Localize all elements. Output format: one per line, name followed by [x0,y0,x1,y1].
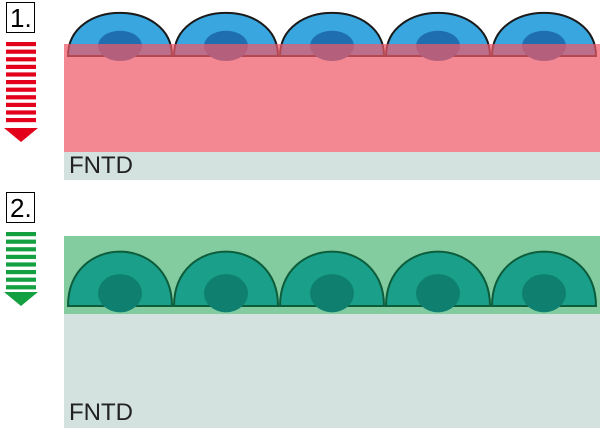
fntd-detector-1 [64,152,600,180]
arrow-stripe [6,270,36,275]
arrow-stripe [6,42,36,47]
step-2-label: 2. [6,192,35,223]
arrow-stripe [6,232,36,237]
fntd-label-2: FNTD [69,399,133,426]
arrow-head [4,292,38,306]
nucleus-1 [98,274,142,313]
nucleus-2 [204,274,248,313]
arrow-stripe [6,239,36,244]
arrow-stripe [6,72,36,77]
arrow-stripe [6,247,36,252]
arrow-head [4,128,38,142]
fntd-detector-2 [64,314,600,428]
arrow-stripe [6,64,36,69]
arrow-stripe [6,110,36,115]
arrow-stripe [6,262,36,267]
arrow-stripe [6,57,36,62]
red-arrow-icon [4,42,38,142]
arrow-stripe [6,118,36,123]
nucleus-4 [416,274,460,313]
arrow-stripe [6,87,36,92]
panel-2 [4,232,600,428]
arrow-stripe [6,285,36,290]
arrow-stripe [6,49,36,54]
arrow-stripe [6,80,36,85]
cell-layer-2 [66,250,598,313]
arrow-stripe [6,102,36,107]
ion-beam-overlay [64,44,600,152]
nucleus-5 [522,274,566,313]
step-1-label: 1. [6,2,35,33]
nucleus-3 [310,274,354,313]
fntd-label-1: FNTD [69,152,133,179]
green-arrow-icon [4,232,38,306]
arrow-stripe [6,95,36,100]
panel-1 [4,12,600,180]
arrow-stripe [6,254,36,259]
arrow-stripe [6,277,36,282]
